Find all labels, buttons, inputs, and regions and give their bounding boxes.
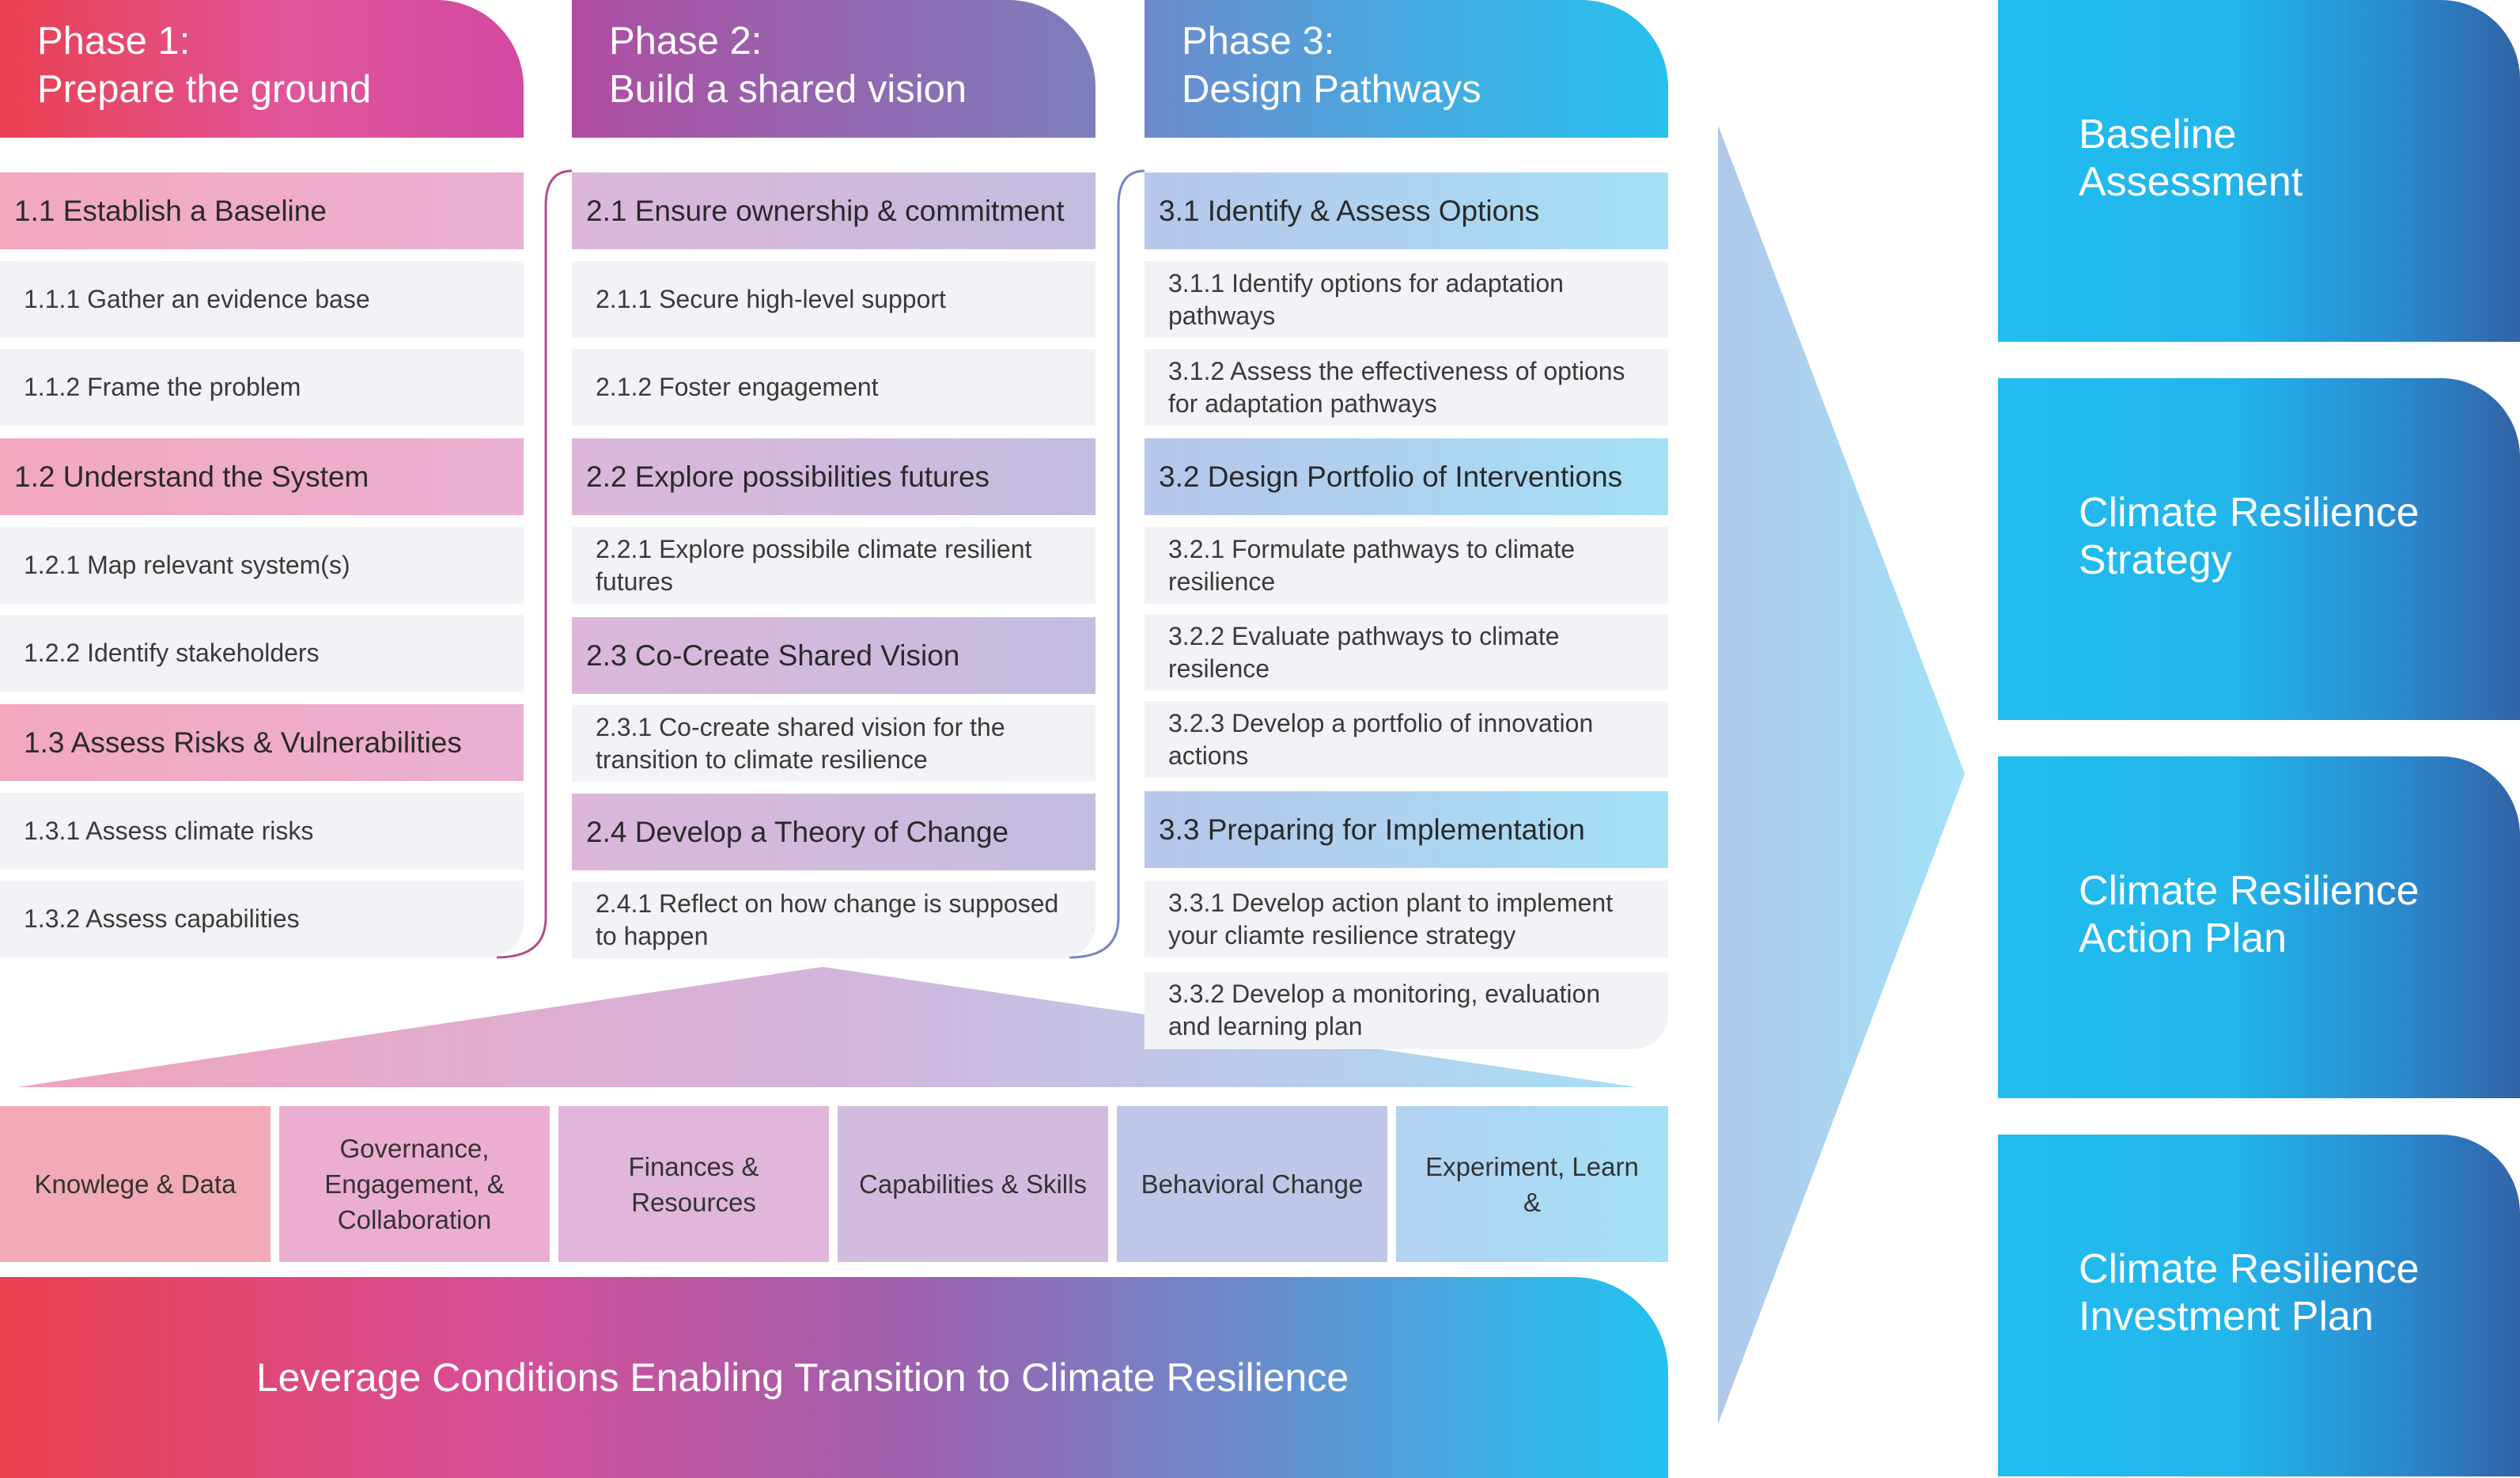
phase-3-title: Design Pathways bbox=[1182, 68, 1481, 111]
output-2-line2: Strategy bbox=[2079, 537, 2232, 583]
phase-3-header: Phase 3: Design Pathways bbox=[1145, 0, 1668, 138]
step-3-2-2: 3.2.2 Evaluate pathways to climate resil… bbox=[1145, 614, 1668, 691]
step-1-1-1: 1.1.1 Gather an evidence base bbox=[0, 261, 524, 338]
step-3-2-1: 3.2.1 Formulate pathways to climate resi… bbox=[1145, 527, 1668, 604]
output-2-line1: Climate Resilience bbox=[2079, 490, 2420, 536]
phase-3-label: Phase 3: bbox=[1182, 20, 1335, 63]
step-3-3-2: 3.3.2 Develop a monitoring, evaluation a… bbox=[1145, 972, 1668, 1049]
output-4-line2: Investment Plan bbox=[2079, 1294, 2374, 1340]
step-2-1-1: 2.1.1 Secure high-level support bbox=[572, 261, 1095, 338]
condition-finances: Finances & Resources bbox=[558, 1106, 829, 1262]
output-1-line2: Assessment bbox=[2079, 159, 2303, 205]
output-action-plan: Climate Resilience Action Plan bbox=[1998, 756, 2520, 1098]
condition-knowledge-data: Knowlege & Data bbox=[0, 1106, 271, 1262]
output-investment-plan: Climate Resilience Investment Plan bbox=[1998, 1135, 2520, 1476]
banner-text: Leverage Conditions Enabling Transition … bbox=[255, 1355, 1349, 1400]
step-3-1-1: 3.1.1 Identify options for adaptation pa… bbox=[1145, 261, 1668, 338]
phase-2-label: Phase 2: bbox=[609, 20, 762, 63]
step-2-3-1: 2.3.1 Co-create shared vision for the tr… bbox=[572, 705, 1095, 782]
output-3-line1: Climate Resilience bbox=[2079, 868, 2420, 914]
step-3-1-2: 3.1.2 Assess the effectiveness of option… bbox=[1145, 349, 1668, 426]
output-4-line1: Climate Resilience bbox=[2079, 1246, 2420, 1292]
phase-1-header: Phase 1: Prepare the ground bbox=[0, 0, 524, 138]
condition-governance: Governance, Engagement, & Collaboration bbox=[279, 1106, 550, 1262]
step-3-1: 3.1 Identify & Assess Options bbox=[1145, 172, 1668, 249]
output-3-line2: Action Plan bbox=[2079, 915, 2287, 961]
condition-behavioral-change: Behavioral Change bbox=[1117, 1106, 1387, 1262]
step-1-3: 1.3 Assess Risks & Vulnerabilities bbox=[0, 704, 524, 781]
step-1-3-1: 1.3.1 Assess climate risks bbox=[0, 793, 524, 870]
phase-1-label: Phase 1: bbox=[37, 20, 191, 63]
output-baseline-assessment: Baseline Assessment bbox=[1998, 0, 2520, 342]
step-2-4-1: 2.4.1 Reflect on how change is supposed … bbox=[572, 881, 1095, 958]
step-2-2-1: 2.2.1 Explore possibile climate resilien… bbox=[572, 527, 1095, 604]
phase-2-header: Phase 2: Build a shared vision bbox=[572, 0, 1095, 138]
step-1-2: 1.2 Understand the System bbox=[0, 438, 524, 515]
leverage-conditions-banner: Leverage Conditions Enabling Transition … bbox=[0, 1277, 1668, 1478]
condition-capabilities: Capabilities & Skills bbox=[838, 1106, 1108, 1262]
step-2-3: 2.3 Co-Create Shared Vision bbox=[572, 617, 1095, 694]
step-3-2: 3.2 Design Portfolio of Interventions bbox=[1145, 438, 1668, 515]
phase3-bracket bbox=[1069, 169, 1145, 959]
step-1-2-1: 1.2.1 Map relevant system(s) bbox=[0, 527, 524, 604]
step-1-2-2: 1.2.2 Identify stakeholders bbox=[0, 615, 524, 692]
phase-2-title: Build a shared vision bbox=[609, 68, 967, 111]
step-3-3: 3.3 Preparing for Implementation bbox=[1145, 791, 1668, 868]
step-1-3-2: 1.3.2 Assess capabilities bbox=[0, 881, 524, 957]
step-2-2: 2.2 Explore possibilities futures bbox=[572, 438, 1095, 515]
enabling-conditions-roof bbox=[17, 967, 1637, 1087]
output-1-line1: Baseline bbox=[2079, 112, 2237, 157]
output-resilience-strategy: Climate Resilience Strategy bbox=[1998, 378, 2520, 720]
step-3-3-1: 3.3.1 Develop action plant to implement … bbox=[1145, 881, 1668, 957]
condition-experiment-learn: Experiment, Learn & bbox=[1396, 1106, 1668, 1262]
phase2-bracket bbox=[496, 169, 573, 959]
flow-arrow bbox=[1718, 125, 1965, 1424]
step-3-2-3: 3.2.3 Develop a portfolio of innovation … bbox=[1145, 701, 1668, 778]
step-2-1: 2.1 Ensure ownership & commitment bbox=[572, 172, 1095, 249]
phase-1-title: Prepare the ground bbox=[37, 68, 372, 111]
step-2-1-2: 2.1.2 Foster engagement bbox=[572, 349, 1095, 426]
step-1-1: 1.1 Establish a Baseline bbox=[0, 172, 524, 249]
step-2-4: 2.4 Develop a Theory of Change bbox=[572, 794, 1095, 870]
step-1-1-2: 1.1.2 Frame the problem bbox=[0, 349, 524, 426]
